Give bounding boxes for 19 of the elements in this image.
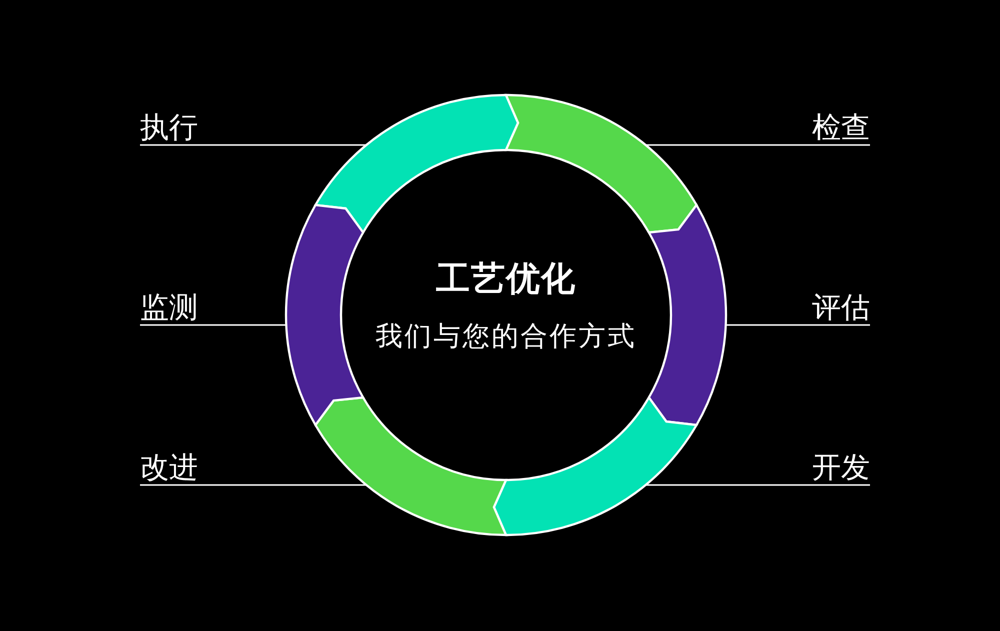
arrow-segment <box>314 396 508 536</box>
subtitle-text: 我们与您的合作方式 <box>376 320 636 354</box>
step-label: 执行 <box>140 110 198 145</box>
step-label: 评估 <box>812 290 870 325</box>
arrow-segment <box>314 94 520 234</box>
step-label: 监测 <box>140 290 198 325</box>
leader-line <box>646 484 870 486</box>
leader-line <box>726 324 870 326</box>
arrow-segment <box>492 396 698 536</box>
step-label: 检查 <box>812 110 870 145</box>
leader-line <box>646 144 870 146</box>
leader-line <box>140 324 286 326</box>
step-label: 开发 <box>812 450 870 485</box>
leader-line <box>140 484 366 486</box>
diagram-title: 工艺优化 <box>436 258 576 300</box>
arrow-segment <box>285 204 364 426</box>
arrow-segment <box>648 204 727 426</box>
arrow-segment <box>504 94 698 234</box>
step-label: 改进 <box>140 450 198 485</box>
